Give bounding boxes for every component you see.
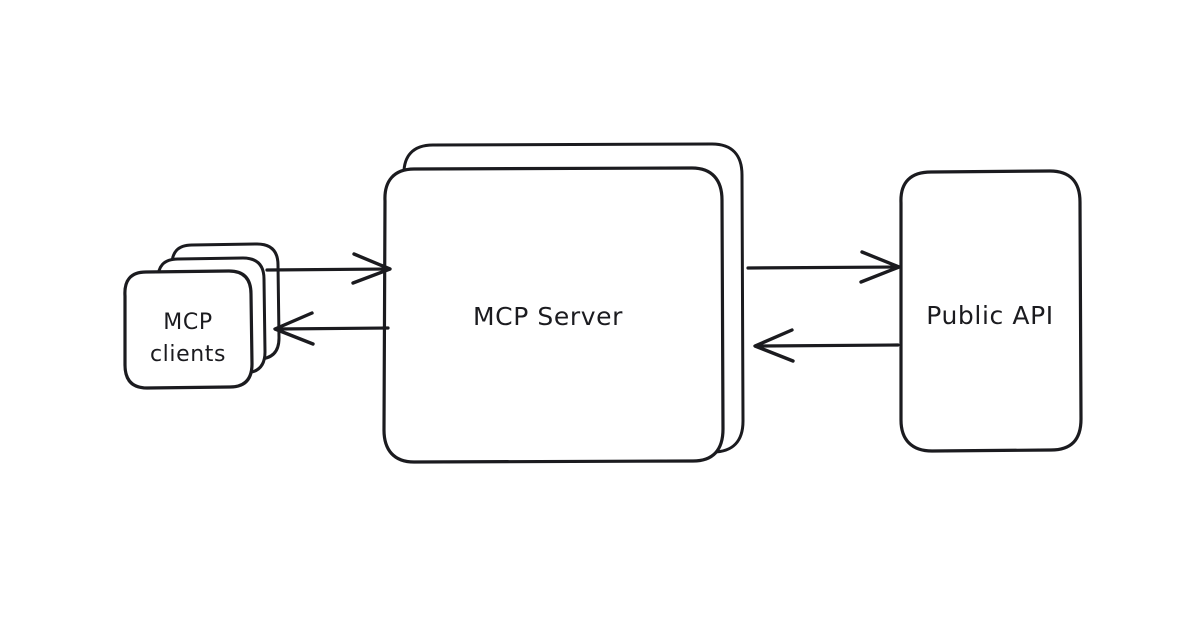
- edge-server-to-api-arrowhead: [859, 250, 901, 284]
- edge-api-to-server[interactable]: [753, 328, 900, 363]
- mcp-server-label: MCP Server: [473, 302, 623, 331]
- edge-api-to-server-line: [755, 343, 900, 348]
- mcp-clients-card-front: [123, 269, 254, 390]
- node-public-api[interactable]: Public API: [899, 169, 1083, 453]
- edge-server-to-api[interactable]: [746, 250, 901, 284]
- node-mcp-server[interactable]: MCP Server: [382, 142, 745, 464]
- edge-server-to-clients-line: [275, 326, 390, 331]
- edge-clients-to-server-arrowhead: [351, 252, 392, 285]
- mcp-server-card-front: [382, 166, 725, 464]
- public-api-label: Public API: [926, 301, 1053, 330]
- mcp-clients-label-line-1: MCP: [163, 310, 212, 335]
- edge-server-to-clients[interactable]: [273, 311, 390, 346]
- edge-server-to-api-line: [746, 265, 900, 270]
- edge-server-to-clients-arrowhead: [273, 311, 315, 346]
- edge-api-to-server-arrowhead: [753, 328, 795, 363]
- public-api-card: [899, 169, 1083, 453]
- node-mcp-clients[interactable]: MCP clients: [123, 242, 281, 390]
- edge-clients-to-server-line: [265, 267, 391, 272]
- mcp-clients-label-line-2: clients: [150, 342, 226, 367]
- edge-clients-to-server[interactable]: [265, 252, 392, 285]
